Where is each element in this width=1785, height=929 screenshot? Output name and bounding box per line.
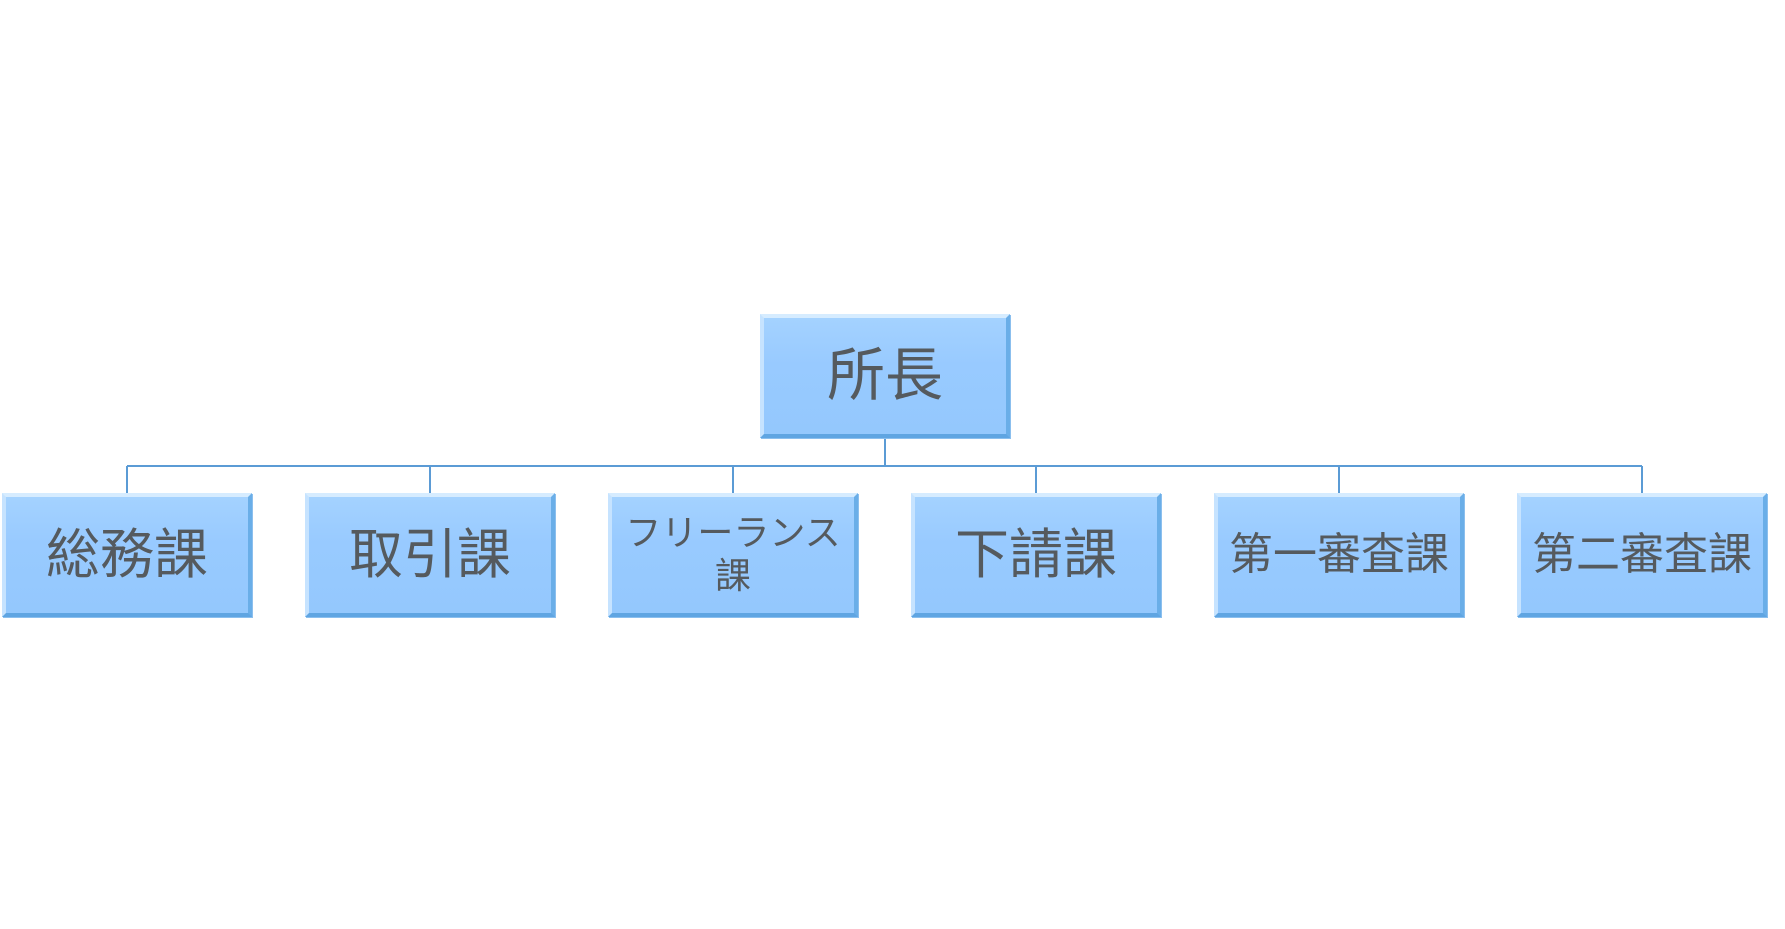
node-first-review: 第一審査課 [1214,493,1464,617]
node-trade: 取引課 [305,493,555,617]
node-general-affairs: 総務課 [2,493,252,617]
node-subcontract: 下請課 [911,493,1161,617]
node-label: 所長 [826,341,943,410]
node-label: 取引課 [349,522,511,586]
node-label: 総務課 [46,522,208,586]
node-label: 下請課 [955,522,1117,586]
node-label: 第一審査課 [1229,528,1449,580]
node-second-review: 第二審査課 [1517,493,1767,617]
node-label: フリーランス課 [625,512,841,597]
node-freelance: フリーランス課 [608,493,858,617]
node-director: 所長 [760,314,1010,438]
node-label: 第二審査課 [1532,528,1752,580]
